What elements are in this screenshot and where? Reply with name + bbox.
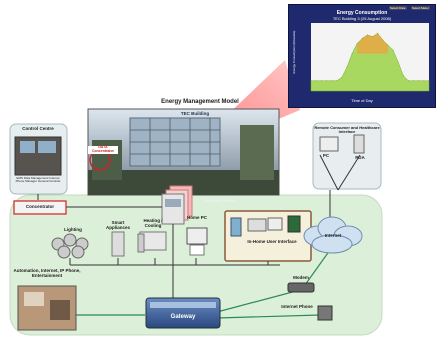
data-point [331, 80, 332, 82]
data-point [372, 36, 373, 37]
lighting-bulbs [51, 233, 89, 259]
select-date-button[interactable]: Select Date [389, 6, 407, 10]
data-point [377, 32, 379, 34]
data-point [341, 77, 343, 78]
chart-xlabel: Time of Day [351, 98, 373, 103]
heating-label: Heating / Cooling [143, 218, 163, 228]
data-concentrator-label: DATA Concentrator [88, 145, 118, 154]
home-pc-icon [186, 227, 208, 245]
appliance-icon [111, 231, 125, 257]
gateway-label: Gateway [170, 314, 196, 320]
internet-cloud [303, 216, 363, 254]
internet-label: Internet [324, 233, 342, 238]
tec-building-label: TEC Building [180, 111, 210, 116]
data-point [408, 80, 409, 82]
pda-icon [353, 134, 365, 154]
smart-meters-stack [161, 185, 193, 225]
in-home-ui-label: In-Home User Interface [247, 239, 297, 244]
data-point [310, 80, 312, 82]
data-point [367, 34, 368, 36]
peak-consumption-area [357, 33, 388, 54]
chart-ylabel: Energy Consumption (Kilowatts) [292, 30, 296, 74]
data-point [346, 66, 348, 68]
concentrator-box [13, 200, 67, 215]
data-point [315, 80, 317, 82]
home-pc-label: Home PC [186, 215, 207, 220]
chart-canvas [310, 23, 430, 92]
control-centre-caption: EMS Data Management Internet Phone Manag… [15, 176, 61, 184]
automation-label: Automation, Internet, IP Phone, Entertai… [13, 268, 81, 278]
data-point [336, 80, 338, 82]
modem-icon [287, 282, 315, 293]
connection-lines [37, 154, 361, 300]
concentrator-label: Concentrator [25, 204, 55, 209]
internet-phone-label: Internet Phone [281, 304, 313, 309]
lighting-label: Lighting [64, 227, 82, 232]
model-title: Energy Management Model [161, 99, 239, 105]
data-point [361, 37, 363, 39]
data-point [351, 53, 353, 54]
data-point [320, 80, 322, 82]
data-point [428, 80, 430, 82]
select-meter-button[interactable]: Select Meter [411, 6, 430, 10]
modem-label: Modem [293, 275, 309, 280]
data-point [382, 39, 384, 41]
data-point [413, 80, 415, 82]
control-centre-title: Control Centre [22, 126, 54, 131]
appliances-label: Smart Appliances [105, 220, 130, 230]
data-point [325, 80, 327, 82]
pc-label: PC [322, 153, 330, 158]
remote-title: Remote Consumer and Healthcare Interface [314, 125, 380, 135]
pc-icon [319, 136, 339, 152]
data-point [387, 44, 389, 46]
chart-title: Energy Consumption [336, 10, 388, 16]
data-point [423, 80, 425, 82]
data-point [356, 43, 358, 44]
data-point [402, 75, 404, 77]
internet-phone-icon [317, 305, 333, 321]
chart-subtitle: TEC Building 3 (25 August 2008) [332, 16, 392, 21]
data-point [418, 80, 420, 82]
pda-label: PDA [355, 155, 365, 160]
energy-chart: Select Date Select Meter Energy Consumpt… [288, 4, 436, 108]
data-point [397, 61, 399, 63]
smart-meters-label: ZB Smart Meters [204, 198, 236, 203]
data-point [392, 49, 394, 51]
